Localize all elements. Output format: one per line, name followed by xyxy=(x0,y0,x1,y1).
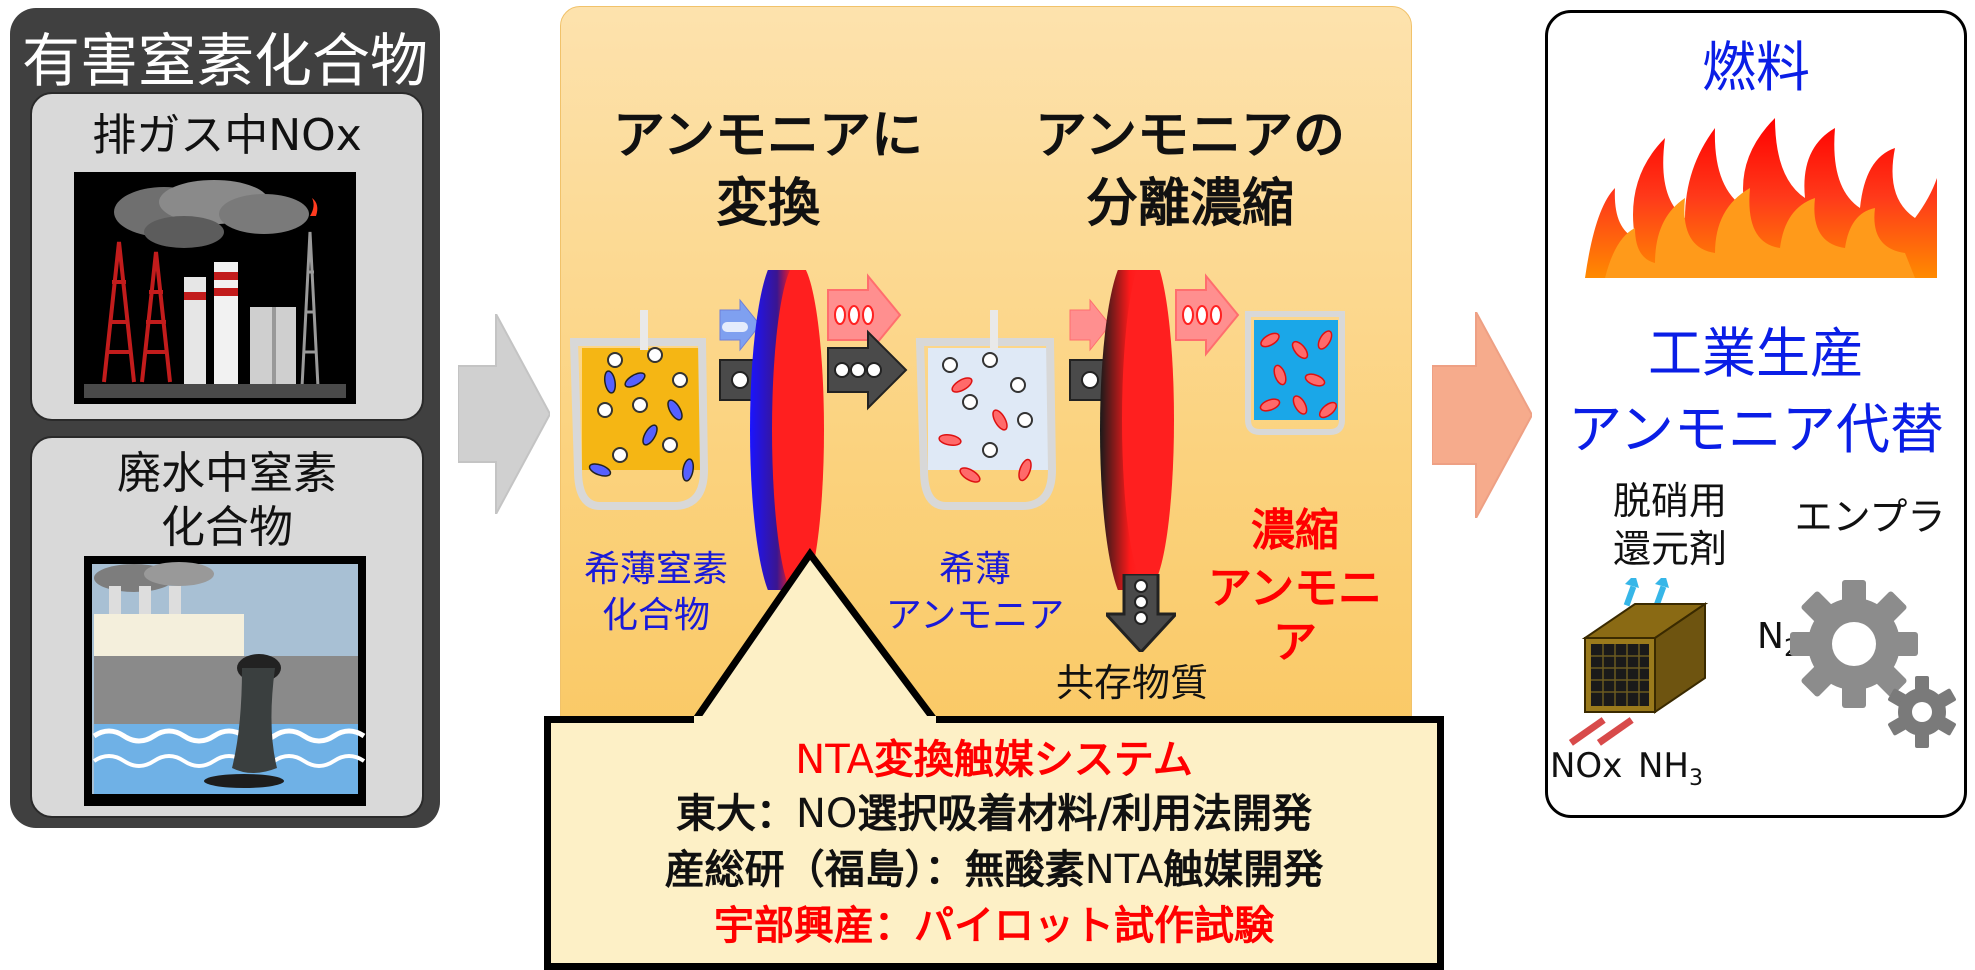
callout-org-tokyo: 東大： xyxy=(675,791,796,837)
callout-nta: NTA xyxy=(1084,847,1164,893)
callout-title: NTA変換触媒システム xyxy=(544,736,1444,784)
step2-heading-line2: 分離濃縮 xyxy=(1085,174,1294,234)
coexist-down-arrow-icon xyxy=(1106,574,1176,652)
flame-icon xyxy=(1585,118,1937,278)
callout-no: NO xyxy=(795,791,858,837)
mid-label-line2: アンモニア xyxy=(885,595,1065,636)
step2-heading-line1: アンモニアの xyxy=(1035,106,1345,166)
exhaust-label: 排ガス中NOx xyxy=(92,110,362,161)
beaker-input xyxy=(570,310,709,510)
beaker-middle xyxy=(915,310,1057,510)
denox-label-line2: 還元剤 xyxy=(1612,527,1727,571)
callout-line-ube: 宇部興産：パイロット試作試験 xyxy=(714,903,1274,949)
industry-label-line1: 工業生産 xyxy=(1648,322,1864,385)
callout-org-aist: 産総研（福島）：無酸素 xyxy=(664,847,1085,893)
catalyst-honeycomb-icon xyxy=(1568,578,1709,746)
wastewater-outfall-icon xyxy=(84,556,366,806)
callout-aist-rest: 触媒開発 xyxy=(1163,847,1324,893)
callout-title-main: 変換触媒システム xyxy=(873,737,1193,783)
left-title: 有害窒素化合物 xyxy=(21,27,428,95)
input-label-line1: 希薄窒素 xyxy=(583,549,728,590)
callout-joint xyxy=(694,716,936,726)
factory-smokestack-icon xyxy=(74,172,356,404)
n2-base: N xyxy=(1757,616,1784,657)
salmon-arrow-right-icon xyxy=(1432,312,1532,518)
callout-title-prefix: NTA xyxy=(795,737,874,783)
engineering-plastic-label: エンプラ xyxy=(1794,495,1946,539)
grey-arrow-right-icon xyxy=(458,314,550,514)
mid-label-line1: 希薄 xyxy=(938,549,1011,590)
process-flow-illustration xyxy=(570,270,1345,590)
step1-heading-line2: 変換 xyxy=(715,174,820,234)
wastewater-label-line2: 化合物 xyxy=(161,502,293,553)
callout-tokyo-rest: 選択吸着材料/利用法開発 xyxy=(857,791,1312,837)
denox-label-line1: 脱硝用 xyxy=(1612,479,1727,523)
step1-heading-line1: アンモニアに xyxy=(613,106,923,166)
callout-pointer xyxy=(690,548,940,724)
output-label-line2: アンモニア xyxy=(1207,563,1383,668)
fuel-label: 燃料 xyxy=(1702,36,1810,99)
callout-line-aist: 産総研（福島）：無酸素NTA触媒開発 xyxy=(544,846,1444,894)
gear-icon xyxy=(1790,580,1956,748)
industry-label-line2: アンモニア代替 xyxy=(1568,398,1944,461)
coexist-label: 共存物質 xyxy=(1056,661,1209,705)
callout-line-tokyo: 東大：NO選択吸着材料/利用法開発 xyxy=(544,790,1444,838)
callout-box xyxy=(544,716,1444,970)
exhaust-subpanel: 排ガス中NOx xyxy=(30,92,424,421)
wastewater-subpanel: 廃水中窒素 化合物 xyxy=(30,436,424,818)
nox-label: NOx xyxy=(1550,746,1623,786)
beaker-output xyxy=(1245,311,1345,435)
output-label-line1: 濃縮 xyxy=(1251,505,1339,556)
nh3-base: NH xyxy=(1638,746,1689,786)
nh3-sub: 3 xyxy=(1689,765,1703,791)
wastewater-label-line1: 廃水中窒素 xyxy=(117,448,337,499)
nh3-label: NH3 xyxy=(1638,746,1703,791)
input-label-line2: 化合物 xyxy=(601,595,710,636)
